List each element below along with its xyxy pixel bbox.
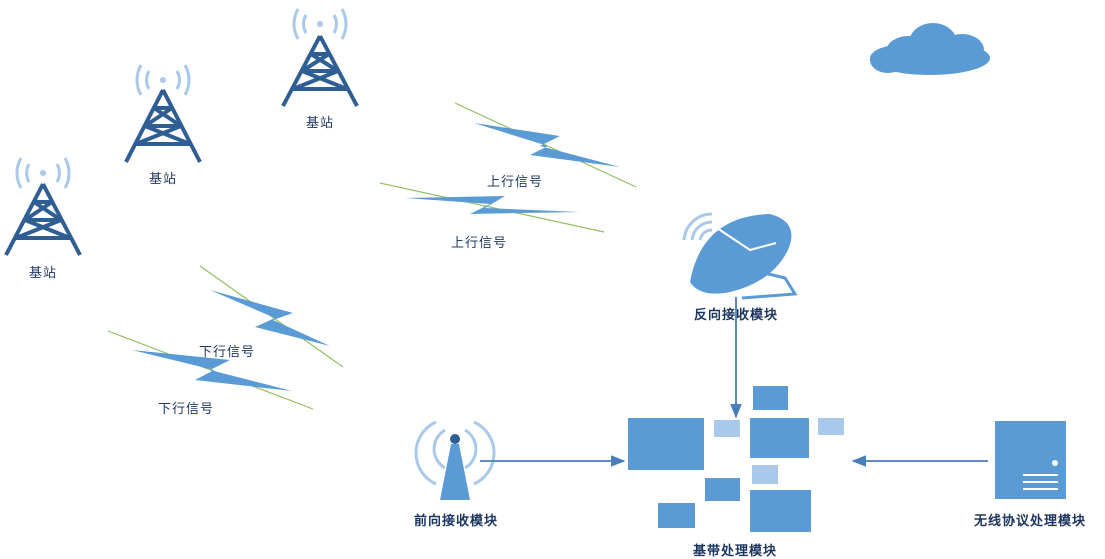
downlink-label: 下行信号 bbox=[157, 402, 215, 417]
base-station-tower-icon bbox=[4, 157, 82, 256]
uplink-signal-1-icon bbox=[454, 102, 637, 188]
downlink-signal-2-icon bbox=[107, 330, 314, 410]
uplink-signal-2-icon bbox=[379, 182, 605, 233]
antenna-icon bbox=[414, 420, 496, 500]
forward-receiver-label: 前向接收模块 bbox=[413, 514, 499, 529]
base-station-label: 基站 bbox=[28, 266, 58, 281]
reverse-receiver-label: 反向接收模块 bbox=[693, 308, 779, 323]
baseband-blocks-icon bbox=[628, 386, 844, 532]
satellite-dish-icon bbox=[682, 212, 798, 300]
server-icon bbox=[995, 421, 1066, 499]
base-station-label: 基站 bbox=[148, 172, 178, 187]
cloud-icon bbox=[870, 23, 990, 75]
protocol-label: 无线协议处理模块 bbox=[973, 514, 1087, 529]
uplink-label: 上行信号 bbox=[450, 236, 508, 251]
downlink-signal-1-icon bbox=[199, 265, 344, 368]
base-station-tower-icon bbox=[281, 8, 359, 107]
baseband-label: 基带处理模块 bbox=[692, 544, 778, 559]
uplink-label: 上行信号 bbox=[486, 175, 544, 190]
downlink-label: 下行信号 bbox=[198, 345, 256, 360]
base-station-label: 基站 bbox=[305, 116, 335, 131]
base-station-tower-icon bbox=[124, 64, 202, 163]
